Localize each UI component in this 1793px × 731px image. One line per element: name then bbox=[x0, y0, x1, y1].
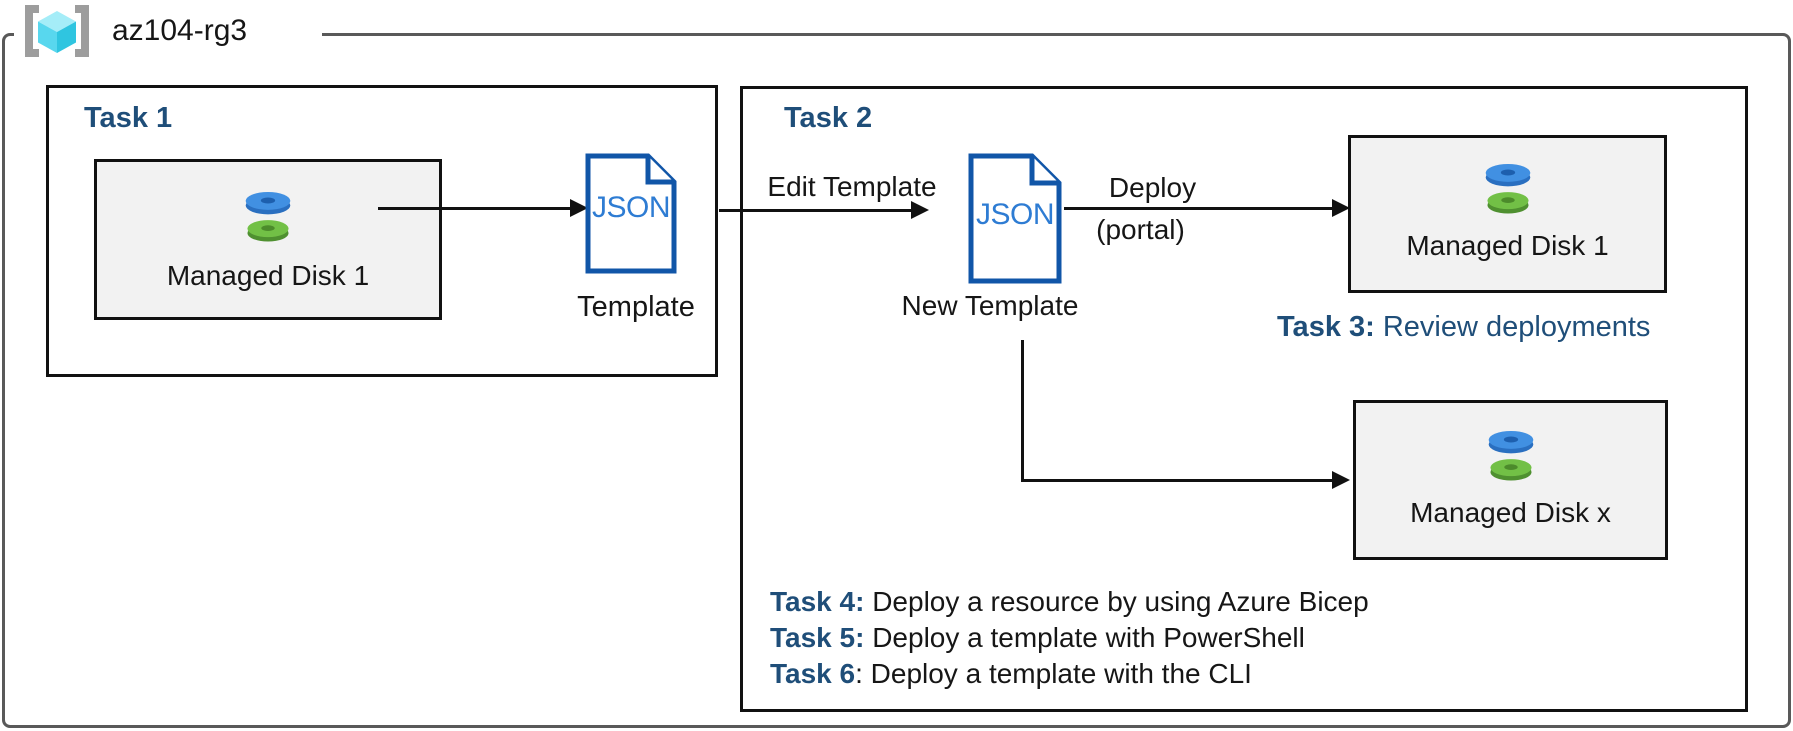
task5-text: Deploy a template with PowerShell bbox=[864, 622, 1305, 653]
task4-label: Task 4: bbox=[770, 586, 865, 617]
managed-disk-x-label: Managed Disk x bbox=[1410, 497, 1611, 528]
deploy-label: Deploy bbox=[1108, 172, 1197, 203]
managed-disk-icon bbox=[1485, 164, 1530, 214]
task2-title: Task 2 bbox=[784, 102, 873, 134]
json-label: JSON bbox=[975, 198, 1055, 231]
template-caption: Template bbox=[577, 291, 695, 323]
edit-template-label: Edit Template bbox=[767, 171, 937, 202]
managed-disk-1-task2-label: Managed Disk 1 bbox=[1406, 230, 1609, 261]
task1-title: Task 1 bbox=[84, 102, 173, 134]
managed-disk-1-label: Managed Disk 1 bbox=[166, 260, 370, 291]
task4-text: Deploy a resource by using Azure Bicep bbox=[864, 586, 1369, 617]
managed-disk-icon bbox=[1488, 431, 1533, 481]
managed-disk-1-box-task1: Managed Disk 1 bbox=[94, 159, 442, 320]
task5-label: Task 5: bbox=[770, 622, 865, 653]
new-template-icon: JSON bbox=[968, 153, 1062, 284]
task3-text: Review deployments bbox=[1374, 311, 1651, 343]
json-document-icon bbox=[585, 153, 677, 274]
json-template-icon: JSON bbox=[585, 153, 677, 274]
edit-template-arrowhead bbox=[911, 201, 929, 219]
task6-text: : Deploy a template with the CLI bbox=[855, 658, 1252, 689]
deploy-portal-label: (portal) bbox=[1096, 214, 1185, 245]
elbow-connector-horizontal bbox=[1021, 479, 1332, 482]
deploy-arrowhead bbox=[1332, 199, 1350, 217]
json-document-icon bbox=[968, 153, 1062, 284]
managed-disk-1-box-task2: Managed Disk 1 bbox=[1348, 135, 1667, 293]
elbow-connector-arrowhead bbox=[1332, 471, 1350, 489]
task3-label: Task 3: bbox=[1277, 311, 1375, 343]
resource-group-icon bbox=[25, 5, 89, 57]
bracket-left bbox=[25, 5, 39, 57]
deploy-line bbox=[1064, 207, 1332, 210]
managed-disk-x-box: Managed Disk x bbox=[1353, 400, 1668, 560]
disk-to-template-arrowhead bbox=[570, 199, 588, 217]
task3-caption: Task 3: Review deployments bbox=[1277, 311, 1650, 344]
elbow-connector-vertical bbox=[1021, 340, 1024, 482]
managed-disk-icon bbox=[245, 192, 291, 242]
resource-group-label: az104-rg3 bbox=[14, 2, 323, 60]
bracket-right bbox=[75, 5, 89, 57]
task4-row: Task 4: Deploy a resource by using Azure… bbox=[770, 584, 1369, 620]
task6-label: Task 6 bbox=[770, 658, 856, 689]
new-template-caption: New Template bbox=[901, 290, 1079, 321]
disk-to-template-line bbox=[378, 207, 570, 210]
resource-group-name: az104-rg3 bbox=[112, 14, 248, 47]
json-label: JSON bbox=[591, 191, 671, 224]
cube-left-face bbox=[38, 21, 57, 53]
bottom-task-list: Task 4: Deploy a resource by using Azure… bbox=[770, 584, 1369, 692]
task5-row: Task 5: Deploy a template with PowerShel… bbox=[770, 620, 1369, 656]
cube-right-face bbox=[57, 21, 76, 53]
task6-row: Task 6: Deploy a template with the CLI bbox=[770, 656, 1369, 692]
edit-template-line bbox=[719, 209, 911, 212]
